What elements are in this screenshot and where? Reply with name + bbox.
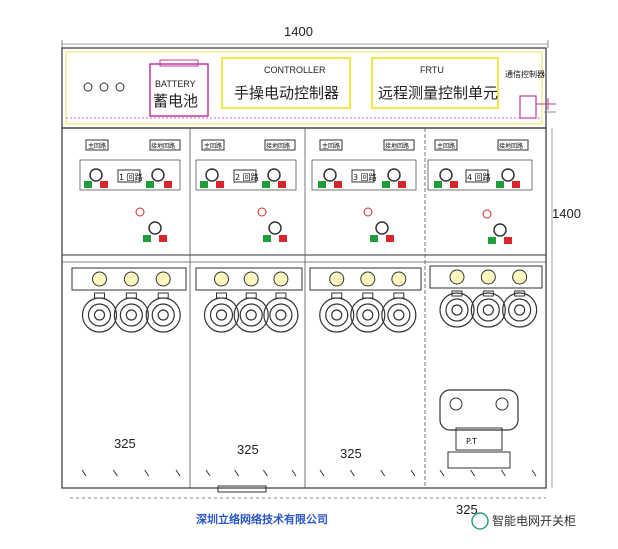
indicator-strip xyxy=(195,267,303,291)
pt-label: P.T xyxy=(466,437,477,446)
cable-compartment xyxy=(71,265,543,477)
ground-loop-label: 接地回路 xyxy=(266,142,290,150)
loop-number-label: 1 回路 xyxy=(119,172,143,182)
comm-controller-label: 通信控制器 xyxy=(505,69,545,79)
indicator-strip xyxy=(429,265,543,289)
battery-module: BATTERY 蓄电池 xyxy=(149,59,209,117)
indicator-lamp xyxy=(391,271,407,287)
cable-bushing xyxy=(203,297,240,333)
frtu-label-en: FRTU xyxy=(420,65,444,75)
indicator-strip xyxy=(309,267,422,291)
cable-bushing xyxy=(470,292,506,328)
cable-bushing xyxy=(381,297,417,333)
unit-panel-1: 主回路 接地回路 1 回路 xyxy=(79,139,181,242)
unit-width-1: 325 xyxy=(114,436,136,451)
indicator-lamp xyxy=(155,271,171,287)
cable-bushing xyxy=(350,297,386,333)
cable-bushing xyxy=(439,292,475,328)
indicator-lamp xyxy=(449,269,465,285)
unit-width-2: 325 xyxy=(237,442,259,457)
dimension-height-right: 1400 xyxy=(552,206,581,221)
battery-label-cn: 蓄电池 xyxy=(153,92,198,110)
indicator-lamp xyxy=(512,269,528,285)
company-name: 深圳立络网络技术有限公司 xyxy=(196,512,328,526)
loop-number-label: 3 回路 xyxy=(353,172,377,182)
indicator-strip xyxy=(71,267,187,291)
indicator-lamp xyxy=(243,271,259,287)
frtu-module: FRTU 远程测量控制单元 xyxy=(371,57,499,109)
cable-bushing xyxy=(263,297,299,333)
indicator-lamp xyxy=(360,271,376,287)
watermark-text: 智能电网开关柜 xyxy=(492,513,576,528)
controller-module: CONTROLLER 手操电动控制器 xyxy=(221,57,351,109)
dimension-width-top: 1400 xyxy=(284,24,313,39)
indicator-lamp xyxy=(329,271,345,287)
frtu-label-cn: 远程测量控制单元 xyxy=(378,84,498,102)
main-loop-label: 主回路 xyxy=(88,142,106,150)
cable-bushing xyxy=(113,297,149,333)
main-loop-label: 主回路 xyxy=(322,142,340,150)
unit-width-4: 325 xyxy=(456,502,478,517)
ground-loop-label: 接地回路 xyxy=(385,142,409,150)
battery-label-en: BATTERY xyxy=(155,79,196,89)
unit-panel-2: 主回路 接地回路 2 回路 xyxy=(195,139,297,242)
indicator-lamp xyxy=(480,269,496,285)
indicator-lamp xyxy=(273,271,289,287)
pt-transformer: P.T xyxy=(439,389,519,469)
cable-bushing xyxy=(319,297,355,333)
loop-number-label: 2 回路 xyxy=(235,172,259,182)
indicator-lamp xyxy=(92,271,107,287)
loop-number-label: 4 回路 xyxy=(467,172,491,182)
cable-bushing xyxy=(81,297,118,333)
ground-loop-label: 接地回路 xyxy=(499,142,523,150)
cable-bushing xyxy=(233,297,269,333)
unit-panel-4: 主回路 接地回路 4 回路 xyxy=(427,139,533,244)
wechat-icon xyxy=(471,512,489,530)
main-loop-label: 主回路 xyxy=(204,142,222,150)
cable-bushing xyxy=(145,297,181,333)
cable-bushing xyxy=(502,292,538,328)
unit-panel-3: 主回路 接地回路 3 回路 xyxy=(311,139,417,242)
unit-width-3: 325 xyxy=(340,446,362,461)
indicator-lamp xyxy=(214,271,229,287)
ground-loop-label: 接地回路 xyxy=(151,142,175,150)
controller-label-cn: 手操电动控制器 xyxy=(234,84,339,102)
controller-label-en: CONTROLLER xyxy=(264,65,326,75)
main-loop-label: 主回路 xyxy=(437,142,455,150)
indicator-lamp xyxy=(123,271,139,287)
